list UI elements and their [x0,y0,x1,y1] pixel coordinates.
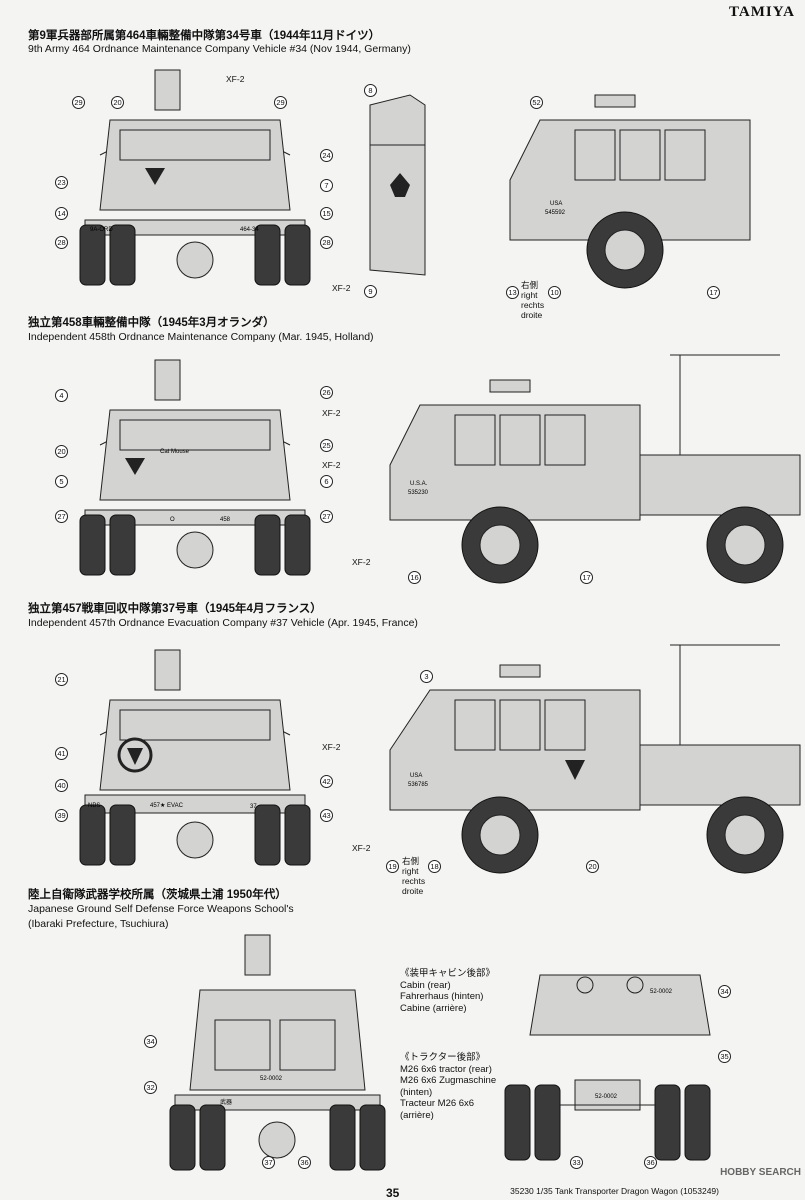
s3-side-marking: 536785 [408,782,429,788]
s1-side-marking-top: USA [550,201,562,207]
callout: 29 [274,96,287,109]
brand-logo: TAMIYA [728,4,795,20]
right-side-note: 右側 right rechts droite [402,856,426,896]
xf2-label: XF-2 [352,557,371,567]
s3-bumper-right: 37 [250,804,257,810]
callout: 18 [428,860,441,873]
s2-front-plate: O [170,517,175,523]
callout: 40 [55,779,68,792]
callout: 23 [55,176,68,189]
callout: 34 [144,1035,157,1048]
callout: 37 [262,1156,275,1169]
callout: 24 [320,149,333,162]
xf2-label: XF-2 [322,460,341,470]
section-4-title-en1: Japanese Ground Self Defense Force Weapo… [28,903,294,915]
callout: 15 [320,207,333,220]
callout: 9 [364,285,377,298]
watermark: HOBBY SEARCH [720,1167,801,1178]
section-3-title-en: Independent 457th Ordnance Evacuation Co… [28,617,418,629]
callout: 3 [420,670,433,683]
section-1-front-view: 9A-ORD 464-34 [79,69,311,286]
xf2-label: XF-2 [226,74,245,84]
tractor-rear-note: 《トラクター後部》 M26 6x6 tractor (rear) M26 6x6… [400,1052,497,1121]
callout: 17 [707,286,720,299]
section-1-title-ja: 第9軍兵器部所属第464車輛整備中隊第34号車（1944年11月ドイツ） [28,30,381,42]
right-side-note: 右側 right rechts droite [521,280,545,320]
tractor-rear-view: 52-0002 [504,1079,711,1161]
callout: 28 [55,236,68,249]
callout: 20 [55,445,68,458]
section-2-side-view: U.S.A. 535230 [389,354,801,584]
callout: 17 [580,571,593,584]
callout: 8 [364,84,377,97]
callout: 19 [386,860,399,873]
callout: 7 [320,179,333,192]
section-2-title-ja: 独立第458車輛整備中隊（1945年3月オランダ） [28,317,275,329]
callout: 41 [55,747,68,760]
cabin-rear-note: 《装甲キャビン後部》 Cabin (rear) Fahrerhaus (hint… [400,968,496,1014]
callout: 33 [570,1156,583,1169]
section-2-front-view: Cat Mouse O 458 [79,359,311,576]
section-4-title-en2: (Ibaraki Prefecture, Tsuchiura) [28,918,169,930]
s3-side-marking-top: USA [410,773,422,779]
callout: 39 [55,809,68,822]
callout: 32 [144,1081,157,1094]
s3-bumper-left: NBS [88,803,100,809]
callout: 36 [298,1156,311,1169]
callout: 4 [55,389,68,402]
s4-rear-plate-small: 武器 [220,1098,232,1106]
section-3-front-view: NBS 457★ EVAC 37 [79,649,311,866]
cabin-rear-view: 52-0002 [529,974,711,1036]
callout: 10 [548,286,561,299]
callout: 5 [55,475,68,488]
callout: 27 [320,510,333,523]
s4-rear-plate: 52-0002 [260,1076,283,1082]
callout: 34 [718,985,731,998]
callout: 36 [644,1156,657,1169]
section-4-title-ja: 陸上自衛隊武器学校所属（茨城県土浦 1950年代） [28,889,287,901]
callout: 6 [320,475,333,488]
callout: 52 [530,96,543,109]
callout: 43 [320,809,333,822]
callout: 20 [111,96,124,109]
xf2-label: XF-2 [322,742,341,752]
xf2-label: XF-2 [332,283,351,293]
section-1-side-view: USA 545592 [509,94,751,289]
s2-side-marking-top: U.S.A. [410,481,428,487]
s1-side-marking: 545592 [545,210,566,216]
callout: 16 [408,571,421,584]
callout: 35 [718,1050,731,1063]
tractor-plate: 52-0002 [595,1094,618,1100]
cabin-plate: 52-0002 [650,989,673,995]
callout: 28 [320,236,333,249]
s2-side-marking: 535230 [408,490,429,496]
xf2-label: XF-2 [352,843,371,853]
section-3-side-view: USA 536785 [389,644,801,874]
page-number: 35 [386,1186,400,1200]
callout: 42 [320,775,333,788]
section-1-top-view [369,94,426,276]
footer-text: 35230 1/35 Tank Transporter Dragon Wagon… [510,1186,719,1196]
s2-nickname: Cat Mouse [160,449,190,455]
section-2-title-en: Independent 458th Ordnance Maintenance C… [28,331,374,343]
callout: 20 [586,860,599,873]
callout: 29 [72,96,85,109]
s1-front-plate2: 464-34 [240,227,259,233]
callout: 14 [55,207,68,220]
section-4-rear-view: 52-0002 武器 [169,934,386,1171]
s3-bumper-center: 457★ EVAC [150,802,184,809]
xf2-label: XF-2 [322,408,341,418]
callout: 26 [320,386,333,399]
section-3-title-ja: 独立第457戦車回収中隊第37号車（1945年4月フランス） [28,603,322,615]
callout: 25 [320,439,333,452]
callout: 13 [506,286,519,299]
s1-front-plate: 9A-ORD [90,227,113,233]
callout: 27 [55,510,68,523]
s2-front-plate2: 458 [220,517,231,523]
section-1-title-en: 9th Army 464 Ordnance Maintenance Compan… [28,43,411,55]
callout: 21 [55,673,68,686]
